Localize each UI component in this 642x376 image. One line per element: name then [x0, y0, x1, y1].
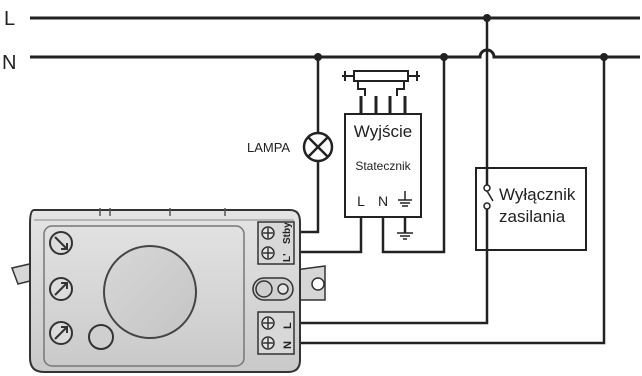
ballast-terminal-n: N	[378, 193, 388, 209]
ballast-name: Statecznik	[355, 159, 411, 173]
switch-contact-symbol	[483, 184, 494, 210]
time-adjust-knob-icon	[49, 231, 73, 255]
terminal-block-output	[257, 221, 295, 265]
ballast-l-wire	[294, 217, 363, 254]
switch-label-line1: Wyłącznik	[499, 185, 576, 204]
terminal-label-stby: Stby	[282, 222, 293, 244]
ground-symbol	[397, 232, 413, 240]
lamp-label: LAMPA	[247, 140, 290, 155]
rail-label-live: L	[4, 8, 15, 30]
lux-adjust-knob-icon	[49, 321, 73, 345]
neutral-to-sensor-wire	[294, 57, 606, 345]
rail-label-neutral: N	[2, 52, 16, 74]
ballast-output-label: Wyjście	[354, 122, 412, 141]
terminal-block-input	[257, 311, 295, 355]
switch-label-line2: zasilania	[499, 207, 566, 226]
terminal-label-n: N	[282, 341, 294, 349]
terminal-label-l-prime: L'	[282, 254, 293, 263]
power-switch-box	[475, 167, 587, 251]
ballast-terminal-l: L	[357, 193, 365, 209]
lamp-symbol	[302, 131, 334, 163]
lamp-to-sensor-wire	[294, 161, 320, 234]
neutral-rail	[30, 48, 640, 59]
motion-sensor-device	[10, 208, 326, 373]
ballast-output-leads	[359, 96, 407, 114]
switch-to-sensor-wire	[294, 209, 489, 325]
sensitivity-adjust-knob-icon	[49, 277, 73, 301]
fluorescent-tube-symbol	[342, 70, 420, 96]
ballast-n-wire	[381, 57, 446, 254]
ground-symbol-box	[398, 191, 412, 207]
terminal-label-l: L	[282, 322, 294, 329]
